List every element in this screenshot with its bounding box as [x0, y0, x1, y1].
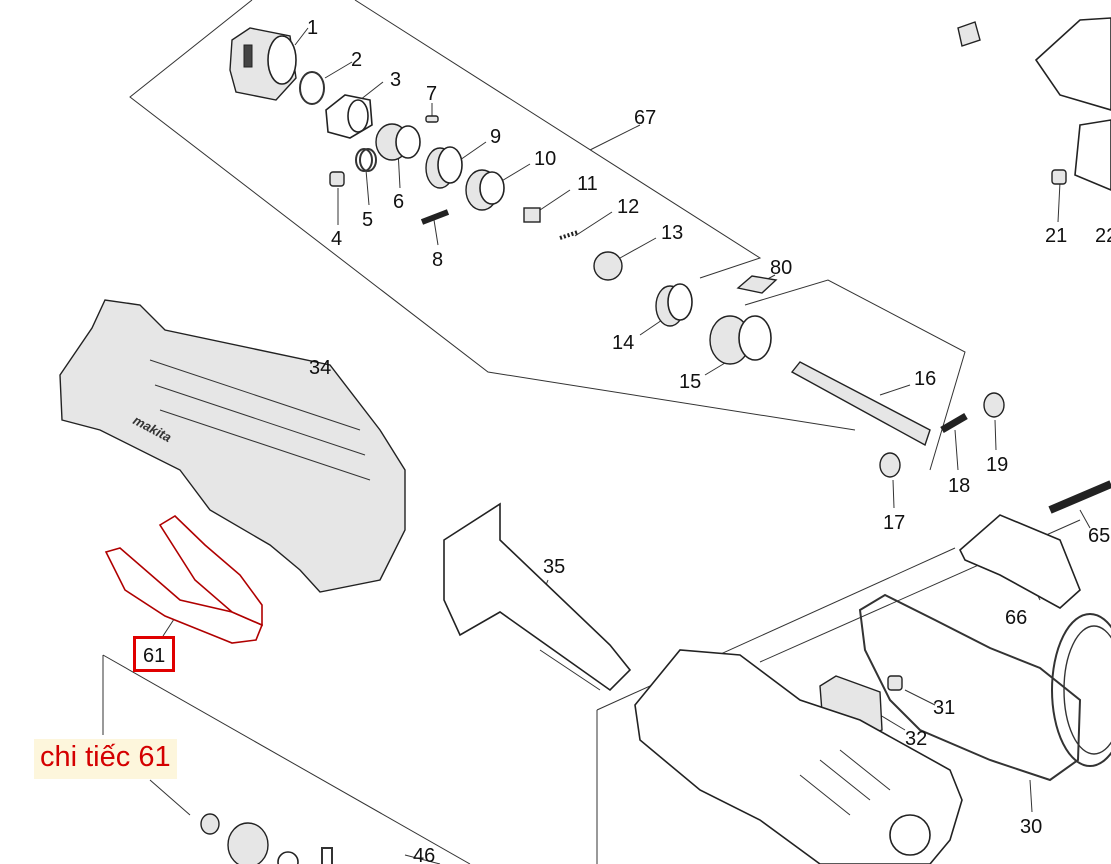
part-5-spring — [355, 148, 377, 172]
label-7: 7 — [426, 83, 437, 105]
part-ring-gear — [1051, 613, 1111, 767]
label-4: 4 — [331, 228, 342, 250]
label-65: 65 — [1088, 525, 1110, 547]
group-16-boundary — [744, 279, 966, 471]
part-22-bracket — [1034, 17, 1111, 191]
part-19-washer — [983, 392, 1005, 418]
part-65-shaft — [1048, 480, 1111, 514]
label-10: 10 — [534, 148, 556, 170]
part-6-bushing — [375, 123, 421, 161]
part-1-sleeve — [229, 27, 297, 101]
label-66: 66 — [1005, 607, 1027, 629]
label-17: 17 — [883, 512, 905, 534]
label-61: 61 — [143, 645, 165, 667]
label-21: 21 — [1045, 225, 1067, 247]
part-15-block — [709, 315, 772, 365]
part-7-pin — [425, 115, 439, 123]
part-30-gasket — [858, 593, 1082, 782]
part-13-lever — [593, 251, 623, 281]
part-2-ring — [299, 71, 325, 105]
part-21-screw — [1051, 169, 1067, 185]
label-67: 67 — [634, 107, 656, 129]
part-16-slider-shaft — [790, 361, 931, 447]
part-8-pin — [420, 209, 450, 225]
group-67-left-boundary — [129, 0, 856, 431]
part-80-pad — [736, 275, 778, 294]
label-15: 15 — [679, 371, 701, 393]
part-34-motor-housing: makita — [59, 299, 406, 593]
label-16: 16 — [914, 368, 936, 390]
label-31: 31 — [933, 697, 955, 719]
label-9: 9 — [490, 126, 501, 148]
part-3-cap — [325, 94, 373, 139]
group-46-boundary — [102, 654, 471, 864]
part-46-group — [200, 813, 333, 864]
label-22: 22 — [1095, 225, 1111, 247]
label-34: 34 — [309, 357, 331, 379]
highlight-box-61 — [133, 636, 175, 672]
label-2: 2 — [351, 49, 362, 71]
part-18-pin — [940, 412, 968, 434]
part-9-cup — [425, 146, 463, 189]
label-11: 11 — [577, 173, 598, 195]
part-61-foot-plate — [104, 514, 264, 644]
label-30: 30 — [1020, 816, 1042, 838]
label-8: 8 — [432, 249, 443, 271]
label-14: 14 — [612, 332, 634, 354]
part-17-washer — [879, 452, 901, 478]
label-18: 18 — [948, 475, 970, 497]
part-11-key — [523, 207, 541, 223]
part-66-plate — [959, 514, 1081, 609]
label-6: 6 — [393, 191, 404, 213]
label-1: 1 — [307, 17, 318, 39]
label-5: 5 — [362, 209, 373, 231]
part-12-spring — [559, 230, 579, 240]
callout-label: chi tiếc 61 — [34, 739, 177, 779]
label-3: 3 — [390, 69, 401, 91]
label-80: 80 — [770, 257, 792, 279]
part-10-gear — [465, 169, 505, 211]
part-labels: 1 2 3 4 5 6 7 8 9 10 11 12 13 14 15 16 1… — [143, 17, 1111, 864]
label-46: 46 — [413, 845, 435, 864]
label-19: 19 — [986, 454, 1008, 476]
label-13: 13 — [661, 222, 683, 244]
group-67-right-boundary — [354, 0, 762, 279]
part-31-screw — [887, 675, 903, 691]
part-4-bolt — [329, 171, 345, 187]
part-35-shoe — [443, 502, 632, 692]
part-switch-clip — [957, 21, 981, 47]
label-12: 12 — [617, 196, 639, 218]
part-14-ring — [655, 283, 693, 327]
label-32: 32 — [905, 728, 927, 750]
gear-housing — [634, 649, 963, 864]
label-35: 35 — [543, 556, 565, 578]
